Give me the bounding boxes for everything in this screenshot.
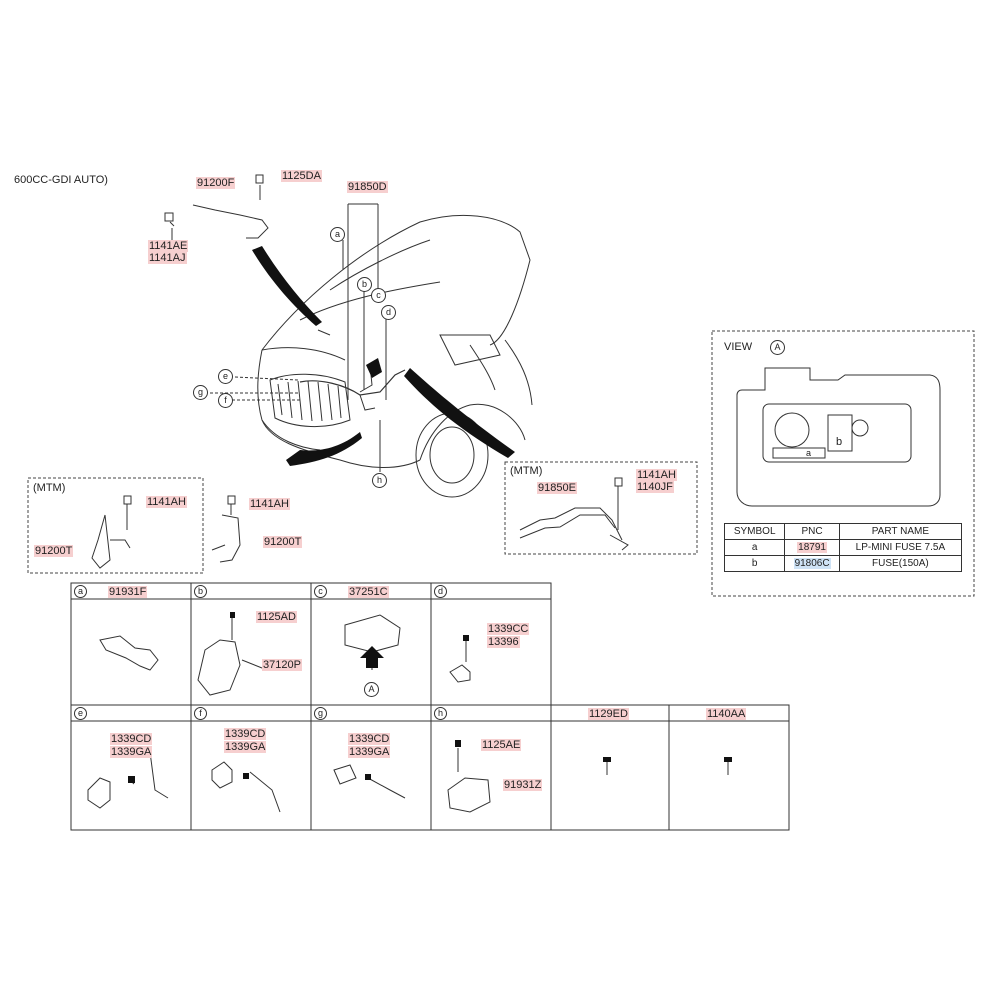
row-pnc: 18791 (797, 542, 827, 553)
part-1339GA-label-f: 1339GA (224, 741, 267, 753)
cell-a-letter: a (74, 585, 87, 598)
part-91200T-label-b: 91200T (263, 536, 303, 548)
callout-h-marker: h (372, 473, 387, 488)
part-91931F-label: 91931F (108, 586, 148, 598)
part-91200T-label-a: 91200T (34, 545, 74, 557)
view-marker-A: A (770, 340, 785, 355)
part-91200F-label: 91200F (196, 177, 236, 189)
title-fragment: 600CC-GDI AUTO) (14, 174, 108, 186)
table-row: b 91806C FUSE(150A) (723, 555, 963, 572)
part-1339GA-label-g: 1339GA (348, 746, 391, 758)
part-1339CD-label-f: 1339CD (224, 728, 267, 740)
part-13396-label: 13396 (487, 636, 520, 648)
cell-d-letter: d (434, 585, 447, 598)
table-row: a 18791 LP-MINI FUSE 7.5A (723, 539, 963, 556)
parts-table-header: SYMBOL PNC PART NAME (723, 523, 963, 540)
callout-f-marker: f (218, 393, 233, 408)
part-37120P-label: 37120P (262, 659, 302, 671)
part-1125AD-label: 1125AD (256, 611, 297, 623)
part-1125AE-label: 1125AE (481, 739, 522, 751)
part-1339CC-label: 1339CC (487, 623, 530, 635)
cell-e-letter: e (74, 707, 87, 720)
part-1339CD-label-e: 1339CD (110, 733, 153, 745)
part-1140JF-label: 1140JF (636, 481, 674, 493)
part-91931Z-label: 91931Z (503, 779, 543, 791)
part-1339GA-label-e: 1339GA (110, 746, 153, 758)
callout-d-marker: d (381, 305, 396, 320)
part-37251C-label: 37251C (348, 586, 389, 598)
callout-c-marker: c (371, 288, 386, 303)
mtm-right-tag: (MTM) (510, 465, 543, 477)
cell-c-letter: c (314, 585, 327, 598)
callout-a-marker: a (330, 227, 345, 242)
cell-g-letter: g (314, 707, 327, 720)
callout-e-marker: e (218, 369, 233, 384)
part-1125DA-label: 1125DA (281, 170, 322, 182)
parts-table: SYMBOL PNC PART NAME a 18791 LP-MINI FUS… (723, 523, 963, 572)
part-1141AE-label: 1141AE (148, 240, 189, 252)
view-title: VIEW (724, 341, 753, 353)
callout-g-marker: g (193, 385, 208, 400)
part-1141AH-label-c: 1141AH (636, 469, 677, 481)
part-1339CD-label-g: 1339CD (348, 733, 391, 745)
callout-b-marker: b (357, 277, 372, 292)
row-name: FUSE(150A) (838, 555, 963, 572)
cell-c-marker-A: A (364, 682, 379, 697)
fuse-b-marker: b (836, 436, 843, 448)
part-1141AH-label-b: 1141AH (249, 498, 290, 510)
mtm-left-tag: (MTM) (33, 482, 66, 494)
part-91850D-label: 91850D (347, 181, 388, 193)
cell-h-letter: h (434, 707, 447, 720)
fuse-a-marker: a (806, 448, 812, 458)
part-91850E-label: 91850E (537, 482, 577, 494)
cell-f-letter: f (194, 707, 207, 720)
part-1129ED-label: 1129ED (588, 708, 629, 720)
part-1140AA-label: 1140AA (706, 708, 747, 720)
part-1141AJ-label: 1141AJ (148, 252, 187, 264)
cell-b-letter: b (194, 585, 207, 598)
part-1141AH-label-a: 1141AH (146, 496, 187, 508)
row-pnc: 91806C (793, 558, 831, 569)
